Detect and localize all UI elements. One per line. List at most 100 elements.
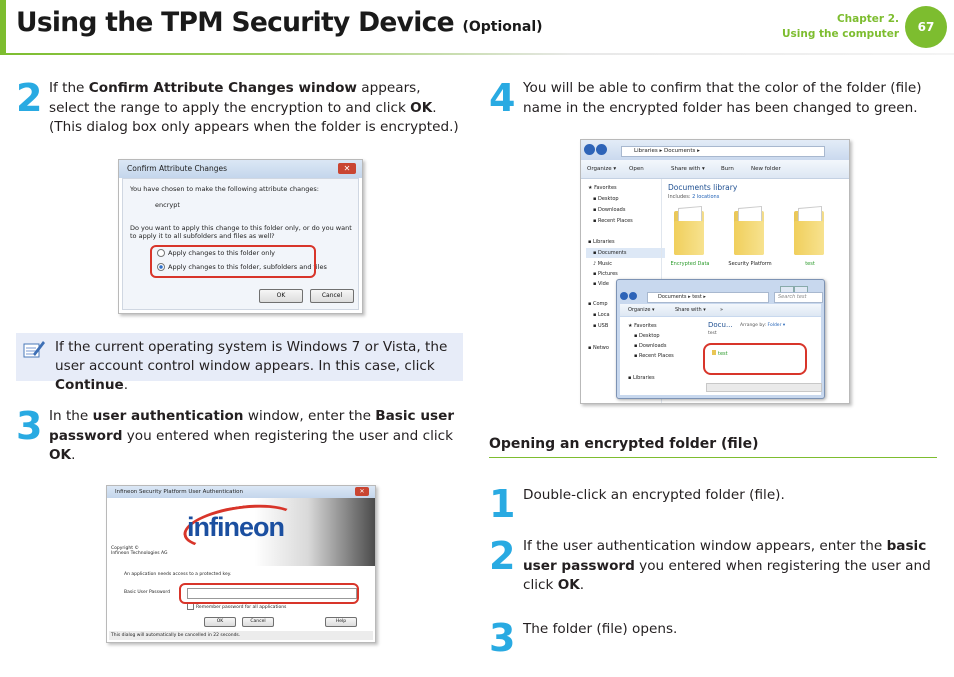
folder-label-encrypted[interactable]: test bbox=[805, 261, 815, 267]
radio-icon bbox=[157, 249, 165, 257]
burn-button[interactable]: Burn bbox=[721, 166, 734, 172]
back-icon[interactable] bbox=[584, 144, 595, 155]
nav-item-favorites[interactable]: ★ Favorites bbox=[588, 185, 617, 191]
inner-content: ★ Favorites ▪ Desktop ▪ Downloads ▪ Rece… bbox=[620, 317, 822, 395]
library-title: Documents library bbox=[668, 183, 738, 192]
organize-button[interactable]: Organize ▾ bbox=[587, 166, 617, 172]
dialog-title-bar: Infineon Security Platform User Authenti… bbox=[107, 486, 375, 498]
step-number: 2 bbox=[489, 534, 516, 578]
step-number: 4 bbox=[489, 76, 516, 120]
open-button[interactable]: Open bbox=[629, 166, 644, 172]
new-folder-button[interactable]: New folder bbox=[751, 166, 781, 172]
forward-icon[interactable] bbox=[596, 144, 607, 155]
dialog-text: encrypt bbox=[155, 201, 180, 209]
password-input[interactable] bbox=[187, 588, 357, 599]
back-icon[interactable] bbox=[620, 292, 628, 300]
chapter-title: Using the computer bbox=[782, 28, 899, 40]
address-breadcrumb[interactable]: Documents ▸ test ▸ bbox=[647, 292, 769, 303]
folder-label[interactable]: Security Platform bbox=[728, 261, 772, 267]
page-title: Using the TPM Security Device (Optional) bbox=[16, 7, 543, 38]
infineon-banner: infineon Copyright ©Infineon Technologie… bbox=[107, 498, 375, 566]
encrypted-file-item[interactable]: test bbox=[712, 350, 728, 357]
step-number: 1 bbox=[489, 482, 516, 526]
dialog-text: An application needs access to a protect… bbox=[124, 572, 232, 577]
arrange-by[interactable]: Arrange by: Folder ▾ bbox=[740, 323, 786, 328]
folder-icon[interactable] bbox=[794, 211, 824, 255]
window-controls bbox=[780, 281, 820, 315]
nav-item-music[interactable]: ♪ Music bbox=[593, 261, 613, 267]
dialog-title-bar: Confirm Attribute Changes ✕ bbox=[119, 160, 362, 178]
open-step-2-text: If the user authentication window appear… bbox=[523, 538, 931, 593]
step-4-text: You will be able to confirm that the col… bbox=[523, 80, 922, 116]
nav-item-libraries[interactable]: ▪ Libraries bbox=[628, 375, 655, 381]
password-label: Basic User Password bbox=[124, 590, 171, 595]
help-button[interactable]: Help bbox=[325, 617, 357, 627]
forward-icon[interactable] bbox=[629, 292, 637, 300]
infineon-logo: infineon bbox=[187, 512, 285, 542]
folder-icon[interactable] bbox=[734, 211, 764, 255]
nav-pane: ★ Favorites ▪ Desktop ▪ Downloads ▪ Rece… bbox=[581, 179, 665, 403]
nav-item-videos[interactable]: ▪ Vide bbox=[593, 281, 609, 287]
nav-item-favorites[interactable]: ★ Favorites bbox=[628, 323, 657, 329]
explorer-screenshot: Libraries ▸ Documents ▸ Organize ▾ Open … bbox=[580, 139, 850, 404]
nav-item-local-disk[interactable]: ▪ Loca bbox=[593, 312, 610, 318]
dialog-text: You have chosen to make the following at… bbox=[130, 185, 319, 193]
folder-icon[interactable] bbox=[674, 211, 704, 255]
horizontal-scrollbar[interactable] bbox=[706, 383, 822, 392]
nav-item-computer[interactable]: ▪ Comp bbox=[588, 301, 608, 307]
explorer-toolbar: Organize ▾ Open Share with ▾ Burn New fo… bbox=[581, 160, 849, 179]
folder-label-encrypted[interactable]: Encrypted Data bbox=[670, 261, 710, 267]
nav-item-desktop[interactable]: ▪ Desktop bbox=[634, 333, 660, 339]
share-with-button[interactable]: Share with ▾ bbox=[671, 166, 705, 172]
radio-folder-subfolders[interactable]: Apply changes to this folder, subfolders… bbox=[157, 263, 327, 271]
chapter-label: Chapter 2. Using the computer bbox=[782, 12, 899, 42]
highlight-box bbox=[703, 343, 807, 375]
cancel-button[interactable]: Cancel bbox=[242, 617, 274, 627]
open-step-3-text: The folder (file) opens. bbox=[523, 621, 678, 637]
remember-password-checkbox[interactable]: Remember password for all applications bbox=[187, 603, 286, 610]
address-breadcrumb[interactable]: Libraries ▸ Documents ▸ bbox=[621, 146, 825, 157]
ok-button[interactable]: OK bbox=[259, 289, 303, 303]
note-text: If the current operating system is Windo… bbox=[55, 339, 448, 393]
nav-item-desktop[interactable]: ▪ Desktop bbox=[593, 196, 619, 202]
copyright-text: Copyright ©Infineon Technologies AG bbox=[111, 546, 168, 556]
nav-item-documents[interactable]: ▪ Documents bbox=[586, 248, 665, 258]
step-number: 3 bbox=[489, 616, 516, 660]
nav-item-recent[interactable]: ▪ Recent Places bbox=[634, 353, 674, 359]
header-accent-bar bbox=[0, 0, 6, 53]
ok-button[interactable]: OK bbox=[204, 617, 236, 627]
cancel-button[interactable]: Cancel bbox=[310, 289, 354, 303]
timeout-text: This dialog will automatically be cancel… bbox=[109, 631, 373, 640]
nav-item-pictures[interactable]: ▪ Pictures bbox=[593, 271, 618, 277]
close-icon[interactable]: ✕ bbox=[355, 487, 369, 496]
section-heading: Opening an encrypted folder (file) bbox=[489, 436, 759, 452]
dialog-text: Do you want to apply this change to this… bbox=[130, 224, 352, 240]
note-pencil-icon bbox=[23, 341, 45, 358]
header-rule bbox=[0, 53, 954, 55]
highlight-box bbox=[150, 245, 316, 278]
nav-item-recent[interactable]: ▪ Recent Places bbox=[593, 218, 633, 224]
nav-item-network[interactable]: ▪ Netwo bbox=[588, 345, 609, 351]
nav-item-downloads[interactable]: ▪ Downloads bbox=[634, 343, 667, 349]
confirm-attribute-changes-screenshot: Confirm Attribute Changes ✕ You have cho… bbox=[118, 159, 363, 314]
radio-folder-only[interactable]: Apply changes to this folder only bbox=[157, 249, 275, 257]
library-subtitle: test bbox=[708, 331, 717, 336]
organize-button[interactable]: Organize ▾ bbox=[628, 307, 655, 313]
note-box bbox=[16, 333, 463, 381]
step-2-text: If the Confirm Attribute Changes window … bbox=[49, 80, 459, 135]
close-icon[interactable]: ✕ bbox=[338, 163, 356, 174]
nav-item-usb[interactable]: ▪ USB bbox=[593, 323, 609, 329]
nav-item-libraries[interactable]: ▪ Libraries bbox=[588, 239, 615, 245]
search-input[interactable]: Search test bbox=[774, 292, 823, 303]
nav-item-downloads[interactable]: ▪ Downloads bbox=[593, 207, 626, 213]
share-with-button[interactable]: Share with ▾ bbox=[675, 307, 706, 313]
highlight-box bbox=[179, 583, 359, 604]
chapter-number: Chapter 2. bbox=[836, 13, 899, 25]
content-pane: Documents library Includes: 2 locations … bbox=[661, 179, 849, 403]
section-rule bbox=[489, 457, 937, 458]
step-number: 3 bbox=[16, 404, 43, 448]
step-number: 2 bbox=[16, 76, 43, 120]
explorer-toolbar: Organize ▾ Share with ▾ » bbox=[620, 304, 821, 316]
library-title: Docu... bbox=[708, 321, 733, 329]
more-button[interactable]: » bbox=[720, 307, 724, 313]
